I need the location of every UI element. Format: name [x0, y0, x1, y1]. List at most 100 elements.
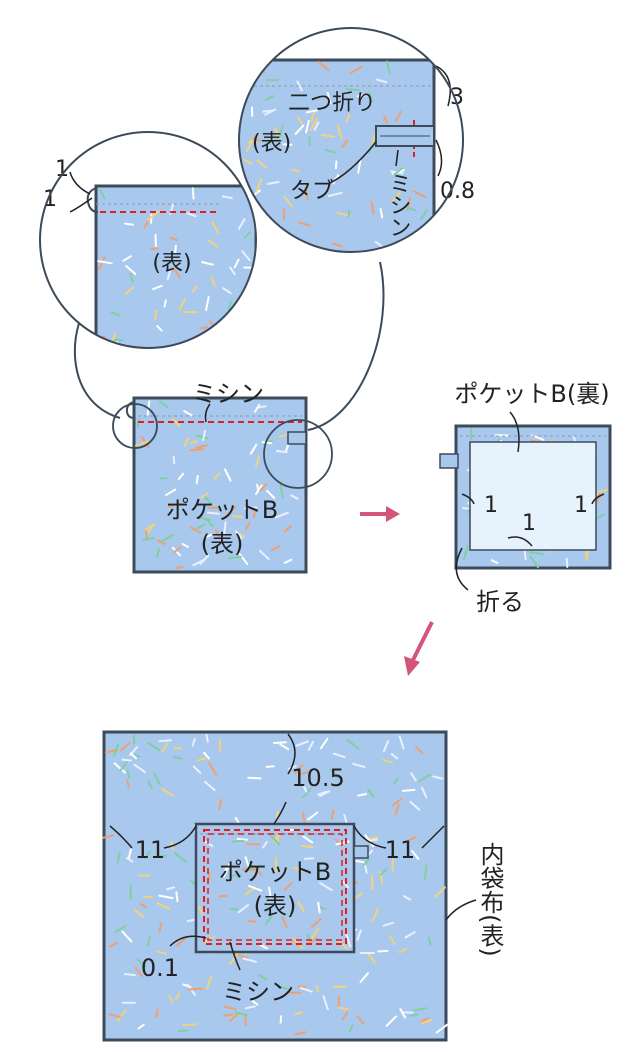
fabric-pattern-mark — [281, 916, 288, 928]
fabric-pattern-mark — [223, 521, 227, 535]
fabric-pattern-mark — [364, 834, 375, 848]
fabric-pattern-mark — [424, 864, 428, 881]
fabric-pattern-mark — [357, 158, 362, 174]
fabric-pattern-mark — [409, 1013, 419, 1017]
fabric-pattern-mark — [243, 158, 253, 165]
fabric-pattern-mark — [404, 931, 416, 939]
fabric-pattern-mark — [261, 441, 273, 445]
arrow-down-left-icon — [404, 621, 434, 676]
fabric-pattern-mark — [292, 867, 303, 872]
fabric-pattern-mark — [108, 1013, 122, 1019]
fabric-pattern-mark — [299, 987, 313, 993]
fabric-pattern-mark — [341, 1011, 349, 1021]
fabric-pattern-mark — [379, 870, 384, 884]
fabric-pattern-mark — [596, 492, 601, 503]
fabric-pattern-mark — [225, 506, 237, 517]
leader-line — [204, 403, 211, 423]
fabric-pattern-mark — [420, 208, 428, 220]
sew-label: ミシン — [192, 380, 264, 408]
fabric-pattern-mark — [382, 740, 390, 753]
fabric-pattern-mark — [159, 365, 168, 372]
fabric-pattern-mark — [322, 995, 329, 1011]
fabric-pattern-mark — [249, 443, 258, 455]
fabric-pattern-mark — [108, 941, 118, 948]
fabric-pattern-mark — [371, 908, 379, 922]
fabric-pattern-mark — [283, 558, 293, 564]
fabric-pattern-mark — [321, 134, 335, 138]
fabric-pattern-mark — [388, 934, 396, 945]
fabric-pattern-mark — [298, 221, 311, 227]
fabric-pattern-mark — [136, 958, 147, 968]
fabric-pattern-mark — [356, 94, 370, 98]
fabric-pattern-mark — [227, 555, 242, 560]
fabric-pattern-mark — [205, 733, 209, 743]
fabric-pattern-mark — [242, 957, 257, 963]
detail-circle-right: 二つ折り (表) タブ ミシン 3 0.8 — [238, 27, 475, 282]
fabric-pattern-mark — [416, 266, 420, 274]
fabric-pattern-mark — [121, 758, 132, 762]
fabric-pattern-mark — [213, 472, 221, 480]
fabric-pattern-mark — [132, 362, 143, 368]
fabric-pattern-mark — [296, 116, 303, 124]
tab — [287, 431, 307, 445]
fabric-pattern-mark — [290, 494, 299, 500]
fabric-pattern-mark — [244, 521, 251, 531]
dim-label: 1 — [484, 493, 498, 518]
fabric-pattern-mark — [565, 557, 569, 568]
fabric-pattern-mark — [181, 543, 189, 548]
fabric-pattern-mark — [375, 78, 388, 84]
fabric-pattern-mark — [345, 113, 351, 123]
fabric-pattern-mark — [147, 371, 148, 383]
fabric-pattern-mark — [337, 1006, 349, 1010]
fabric-pattern-mark — [379, 868, 388, 876]
fabric-pattern-mark — [244, 1013, 247, 1027]
fabric-pattern-mark — [229, 333, 241, 342]
fabric-pattern-mark — [129, 752, 138, 760]
fabric-pattern-mark — [154, 310, 158, 321]
fabric-pattern-mark — [392, 777, 399, 785]
fabric-pattern-mark — [167, 365, 171, 373]
fabric-pattern-mark — [165, 488, 177, 496]
pocket-on-bag — [194, 822, 356, 954]
fabric-pattern-mark — [318, 790, 331, 798]
fabric-pattern-mark — [243, 506, 258, 510]
fabric-pattern-mark — [279, 124, 284, 137]
fabric-pattern-mark — [275, 450, 288, 454]
fabric-pattern-mark — [332, 752, 346, 759]
fabric-pattern-mark — [283, 525, 293, 533]
fabric-pattern-mark — [114, 924, 127, 934]
fabric-pattern-mark — [304, 186, 309, 201]
fabric-pattern-mark — [110, 351, 118, 358]
fabric-pattern-mark — [133, 908, 145, 918]
fabric-pattern-mark — [158, 922, 162, 933]
fabric-pattern-mark — [147, 741, 161, 752]
fabric-pattern-mark — [110, 311, 121, 317]
fabric-pattern-mark — [262, 109, 273, 113]
fabric-pattern-mark — [233, 258, 240, 269]
fabric-pattern-mark — [370, 875, 374, 891]
fabric-pattern-mark — [245, 139, 254, 152]
fabric-pattern-mark — [174, 244, 177, 254]
fabric-pattern-mark — [310, 927, 320, 940]
side-label: (表) — [152, 251, 191, 276]
dim-label: 11 — [135, 836, 166, 864]
fabric-pattern-mark — [201, 261, 214, 266]
fabric-pattern-mark — [123, 973, 136, 977]
fabric-pattern-mark — [244, 856, 250, 869]
fabric-pattern-mark — [177, 472, 185, 480]
fabric-pattern-mark — [224, 1005, 237, 1011]
fabric-pattern-mark — [413, 1007, 428, 1012]
fabric-pattern-mark — [222, 1013, 234, 1017]
fabric-pattern-mark — [244, 888, 254, 896]
fabric-pattern-mark — [297, 901, 305, 912]
fabric-pattern-mark — [191, 738, 196, 747]
fabric-pattern-mark — [319, 906, 327, 911]
fabric-pattern-mark — [195, 444, 208, 449]
dim-label: 11 — [385, 836, 416, 864]
fabric-pattern-mark — [195, 434, 208, 440]
fabric-pattern-mark — [399, 269, 405, 282]
fabric-pattern-mark — [143, 895, 154, 899]
fabric-pattern-mark — [529, 551, 544, 555]
fabric-pattern-mark — [247, 865, 261, 871]
